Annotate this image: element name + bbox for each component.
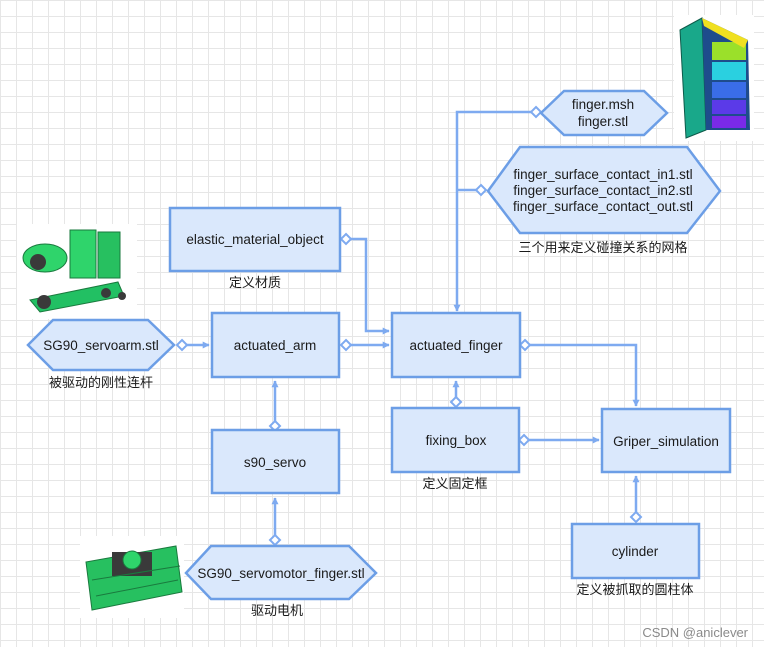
node-elastic-material-object[interactable]: elastic_material_object: [168, 206, 342, 273]
edge-source-markers: [175, 105, 643, 547]
node-label: cylinder: [612, 544, 659, 559]
caption-rigid-link: 被驱动的刚性连杆: [49, 375, 153, 391]
node-label: s90_servo: [244, 455, 306, 470]
node-label: Griper_simulation: [613, 434, 719, 449]
node-label-line-3: finger_surface_contact_out.stl: [513, 199, 693, 214]
node-sg90-servoarm-stl[interactable]: SG90_servoarm.stl: [26, 318, 176, 372]
node-finger-surface-contact[interactable]: finger_surface_contact_in1.stl finger_su…: [486, 145, 722, 235]
node-sg90-servomotor-finger-stl[interactable]: SG90_servomotor_finger.stl: [184, 544, 378, 601]
servomotor-model-image: [80, 536, 184, 618]
node-label-line-2: finger_surface_contact_in2.stl: [513, 183, 692, 198]
edges: [186, 110, 640, 541]
node-label-line-2: finger.stl: [578, 114, 628, 129]
caption-collision-mesh: 三个用来定义碰撞关系的网格: [518, 240, 687, 256]
caption-fixing-frame: 定义固定框: [422, 477, 487, 492]
node-actuated-arm[interactable]: actuated_arm: [210, 311, 341, 379]
caption-grasped-cylinder: 定义被抓取的圆柱体: [576, 582, 693, 598]
caption-material: 定义材质: [229, 276, 281, 291]
node-label: SG90_servoarm.stl: [43, 338, 159, 353]
node-label: actuated_finger: [409, 338, 503, 353]
edge-mesh-to-finger: [453, 110, 536, 312]
node-actuated-finger[interactable]: actuated_finger: [390, 311, 522, 379]
node-griper-simulation[interactable]: Griper_simulation: [600, 407, 732, 474]
node-fixing-box[interactable]: fixing_box: [390, 406, 521, 474]
watermark: CSDN @aniclever: [642, 625, 748, 640]
edge-finger-to-griper: [527, 343, 640, 407]
node-finger-mesh[interactable]: finger.msh finger.stl: [539, 89, 669, 137]
servoarm-model-image: [17, 224, 137, 319]
node-label: fixing_box: [426, 433, 487, 448]
node-label: actuated_arm: [234, 338, 317, 353]
node-cylinder[interactable]: cylinder: [570, 522, 701, 580]
node-label: SG90_servomotor_finger.stl: [197, 566, 364, 581]
node-label: elastic_material_object: [186, 232, 324, 247]
node-s90-servo[interactable]: s90_servo: [210, 428, 341, 495]
finger-model-image: [674, 15, 754, 141]
node-label-line-1: finger.msh: [572, 97, 634, 112]
node-label-line-1: finger_surface_contact_in1.stl: [513, 167, 692, 182]
caption-motor: 驱动电机: [251, 604, 303, 619]
edge-material-to-finger: [347, 237, 390, 335]
